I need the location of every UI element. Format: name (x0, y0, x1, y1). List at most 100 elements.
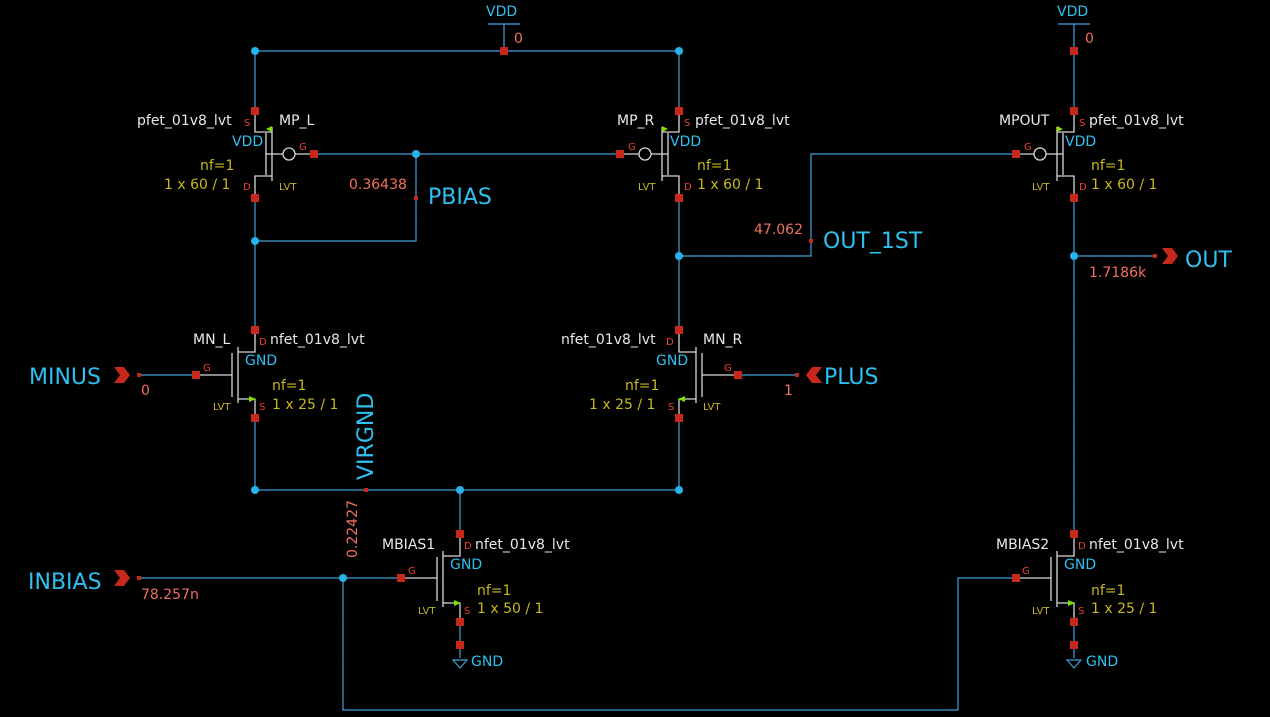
source-pin[interactable] (1070, 107, 1078, 115)
instance-name: MBIAS2 (996, 537, 1049, 553)
pin-g-label: G (1022, 566, 1030, 577)
source-pin[interactable] (675, 107, 683, 115)
instance-name: MPOUT (999, 113, 1050, 129)
pin-s-label: S (259, 402, 265, 413)
pin-s-label: S (684, 118, 690, 129)
size-param: 1 x 25 / 1 (589, 397, 655, 413)
junction-dot (412, 150, 420, 158)
pin-g-label: G (203, 363, 211, 374)
transistor-mn-l[interactable]: D S G MN_L nfet_01v8_lvt GND nf=1 1 x 25… (192, 326, 365, 422)
transistor-mpout[interactable]: S D G MPOUT pfet_01v8_lvt VDD nf=1 1 x 6… (999, 107, 1184, 202)
junction-dot (339, 574, 347, 582)
gate-pin[interactable] (1012, 150, 1020, 158)
source-pin[interactable] (675, 414, 683, 422)
nf-param: nf=1 (1091, 583, 1125, 599)
source-pin[interactable] (456, 618, 464, 626)
pbias-label: PBIAS (428, 185, 492, 210)
gate-pin[interactable] (616, 150, 624, 158)
inbias-label: INBIAS (28, 570, 102, 595)
pmos-arrow-icon (662, 126, 668, 132)
pin-d-label: D (666, 337, 674, 348)
net-anchor (414, 196, 418, 200)
net-label-pbias[interactable]: 0.36438 PBIAS (349, 177, 492, 210)
pin-g-label: G (628, 142, 636, 153)
virgnd-label: VIRGND (354, 393, 379, 480)
ground-icon (1065, 659, 1083, 669)
minus-value: 0 (141, 383, 150, 399)
bulk-label: VDD (232, 134, 263, 150)
port-minus[interactable]: MINUS 0 (29, 365, 150, 399)
bulk-label: GND (1064, 557, 1096, 573)
transistor-mn-r[interactable]: D S G nfet_01v8_lvt MN_R GND nf=1 1 x 25… (561, 326, 743, 422)
vdd-label: VDD (486, 4, 517, 20)
input-port-icon (806, 367, 822, 383)
pin-g-label: G (299, 142, 307, 153)
gnd-label: GND (471, 654, 503, 670)
drain-pin[interactable] (675, 194, 683, 202)
size-param: 1 x 60 / 1 (164, 177, 230, 193)
drain-pin[interactable] (251, 194, 259, 202)
nmos-body (231, 330, 256, 418)
net-anchor (795, 373, 799, 377)
pin-d-label: D (684, 182, 692, 193)
net-anchor (137, 576, 141, 580)
gate-pin[interactable] (310, 150, 318, 158)
gate-pin[interactable] (397, 574, 405, 582)
wire-inbias-loop[interactable] (342, 577, 1016, 711)
size-param: 1 x 25 / 1 (1091, 601, 1157, 617)
transistor-mbias1[interactable]: D S G MBIAS1 nfet_01v8_lvt GND nf=1 1 x … (382, 530, 570, 626)
gnd-symbol-right[interactable]: GND (1065, 641, 1118, 670)
gate-bubble-icon (1033, 147, 1047, 161)
gate-pin[interactable] (734, 371, 742, 379)
flavor-label: LVT (638, 182, 656, 193)
junction-dot (675, 486, 683, 494)
model-label: pfet_01v8_lvt (1089, 113, 1184, 129)
port-plus[interactable]: PLUS 1 (784, 365, 879, 399)
net-label-virgnd[interactable]: VIRGND 0.22427 (345, 393, 379, 558)
vdd-value: 0 (1085, 31, 1094, 47)
wire-out1st[interactable] (679, 153, 1016, 257)
instance-name: MP_L (279, 113, 315, 129)
flavor-label: LVT (418, 606, 436, 617)
pmos-arrow-icon (1057, 126, 1063, 132)
instance-name: MN_R (703, 332, 743, 348)
net-label-out-1st[interactable]: 47.062 OUT_1ST (754, 222, 923, 254)
junction-dot (251, 486, 259, 494)
transistor-mbias2[interactable]: D S G MBIAS2 nfet_01v8_lvt GND nf=1 1 x … (996, 530, 1184, 626)
pmos-body (661, 111, 680, 198)
vdd-pin (1070, 47, 1078, 55)
source-pin[interactable] (1070, 618, 1078, 626)
pin-s-label: S (1079, 118, 1085, 129)
wire-pbias-diode[interactable] (255, 154, 417, 242)
junction-dot (251, 47, 259, 55)
drain-pin[interactable] (251, 326, 259, 334)
transistor-mp-l[interactable]: S D G pfet_01v8_lvt MP_L VDD nf=1 1 x 60… (137, 107, 318, 202)
flavor-label: LVT (279, 182, 297, 193)
nmos-arrow-icon (678, 396, 685, 402)
vdd-symbol-left[interactable]: VDD 0 (486, 4, 523, 55)
vdd-symbol-right[interactable]: VDD 0 (1057, 4, 1094, 55)
port-out[interactable]: OUT 1.7186k (1089, 248, 1232, 281)
transistor-mp-r[interactable]: S D G MP_R pfet_01v8_lvt VDD nf=1 1 x 60… (616, 107, 790, 202)
gate-pin[interactable] (192, 371, 200, 379)
junction-dot (1070, 252, 1078, 260)
source-pin[interactable] (251, 107, 259, 115)
minus-label: MINUS (29, 365, 101, 390)
pin-d-label: D (464, 541, 472, 552)
drain-pin[interactable] (675, 326, 683, 334)
gate-pin[interactable] (1012, 574, 1020, 582)
pmos-arrow-icon (266, 126, 272, 132)
flavor-label: LVT (213, 402, 231, 413)
instance-name: MP_R (617, 113, 655, 129)
nmos-body (1050, 534, 1075, 622)
source-pin[interactable] (251, 414, 259, 422)
drain-pin[interactable] (1070, 194, 1078, 202)
drain-pin[interactable] (1070, 530, 1078, 538)
port-inbias[interactable]: INBIAS 78.257n (28, 570, 199, 603)
model-label: pfet_01v8_lvt (695, 113, 790, 129)
net-anchor (137, 373, 141, 377)
drain-pin[interactable] (456, 530, 464, 538)
gnd-symbol-left[interactable]: GND (451, 641, 503, 670)
plus-value: 1 (784, 383, 793, 399)
